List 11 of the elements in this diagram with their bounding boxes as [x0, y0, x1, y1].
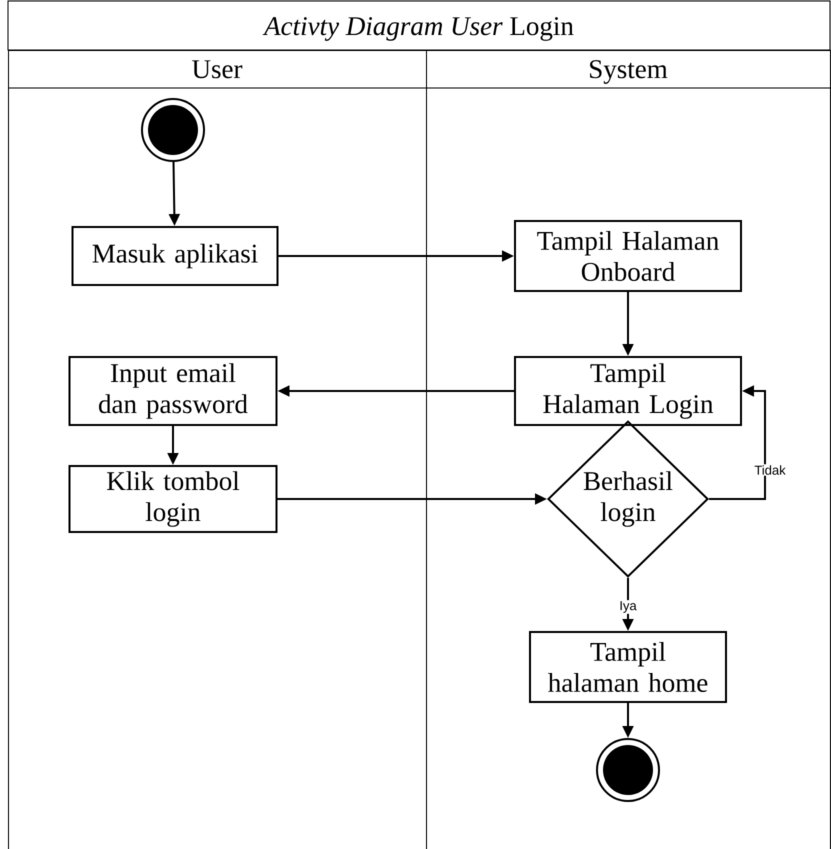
- action-box: Klik tombol login: [68, 465, 278, 533]
- title-cell: Activty Diagram User Login: [8, 0, 830, 50]
- edge-label: Iya: [618, 600, 638, 614]
- action-box: Tampil halaman home: [529, 631, 727, 703]
- end-node: [596, 738, 660, 802]
- edge-label: Tidak: [753, 464, 787, 476]
- action-box: Masuk aplikasi: [72, 226, 278, 286]
- start-node: [141, 98, 205, 162]
- action-box: Input email dan password: [68, 356, 278, 426]
- action-box: Tampil Halaman Login: [514, 356, 742, 426]
- action-box: Tampil Halaman Onboard: [514, 220, 742, 292]
